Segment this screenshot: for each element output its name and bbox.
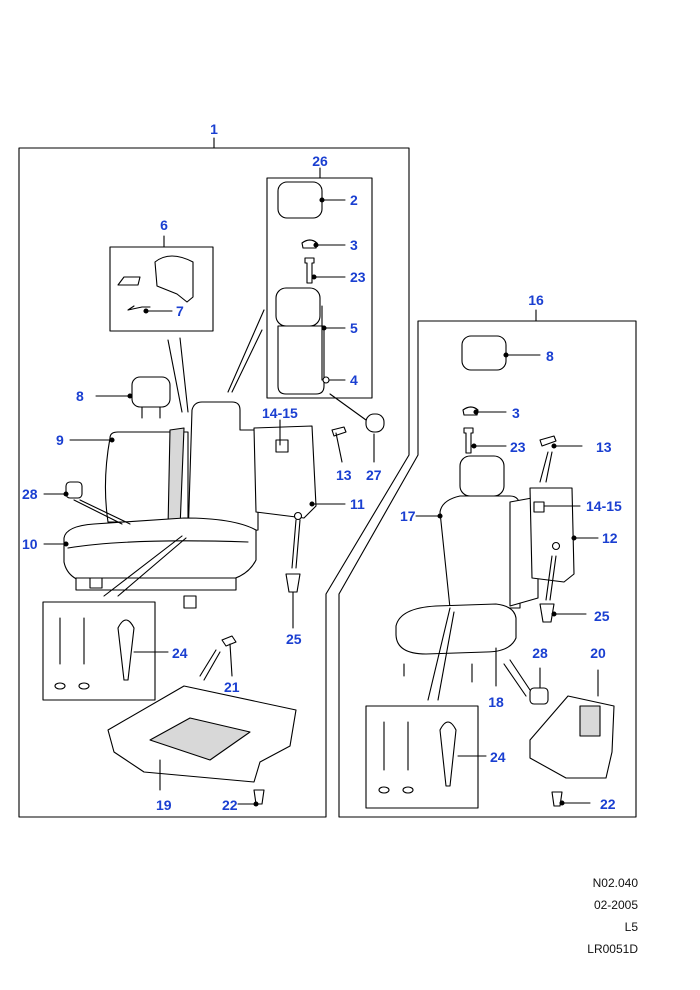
callout-25: 25 (286, 631, 302, 647)
bump-stop-part-28-right (529, 687, 549, 705)
rear-bench-seat (63, 376, 259, 609)
callout-4: 4 (350, 372, 358, 388)
drawing-model-code: L5 (624, 920, 638, 934)
drawing-date: 02-2005 (593, 898, 638, 912)
backrest-frame-part-4 (277, 325, 325, 395)
floor-plate-20 (529, 695, 615, 779)
callout-11: 11 (350, 496, 365, 512)
callout-1: 1 (210, 121, 218, 137)
head-restraint-part-8-right (461, 335, 507, 371)
right-assembly-frame (338, 320, 637, 818)
callout-24-right: 24 (490, 749, 506, 765)
left-assembly-frame (18, 147, 410, 818)
callout-25-right: 25 (594, 608, 610, 624)
callout-21: 21 (224, 679, 240, 695)
callout-16: 16 (528, 292, 544, 308)
screw-part-7 (127, 305, 151, 311)
callout-7: 7 (176, 303, 184, 319)
callout-13-right: 13 (596, 439, 612, 455)
box-6 (109, 246, 214, 332)
callout-28-right: 28 (532, 645, 548, 661)
callout-23: 23 (350, 269, 366, 285)
drawing-reference: LR0051D (587, 942, 638, 956)
head-restraint-part-2 (277, 181, 323, 219)
callout-12: 12 (602, 530, 618, 546)
front-seat-17 (395, 455, 539, 683)
callout-14-15: 14-15 (262, 405, 298, 421)
callout-2: 2 (350, 192, 358, 208)
callout-22: 22 (222, 797, 238, 813)
callout-13: 13 (336, 467, 352, 483)
callout-3-right: 3 (512, 405, 520, 421)
callout-8-right: 8 (546, 348, 554, 364)
callout-19: 19 (156, 797, 172, 813)
callout-22-right: 22 (600, 796, 616, 812)
backrest-panel-11 (253, 425, 317, 519)
callout-20: 20 (590, 645, 606, 661)
callout-27: 27 (366, 467, 382, 483)
clip-part (117, 276, 141, 286)
drawing-number: N02.040 (592, 876, 638, 890)
bump-stop-part-28 (65, 481, 83, 499)
callout-5: 5 (350, 320, 358, 336)
callout-3: 3 (350, 237, 358, 253)
callout-6: 6 (160, 217, 168, 233)
fastener-part-25 (285, 573, 301, 593)
trim-cover (154, 255, 194, 303)
bolt-part-13 (331, 426, 347, 437)
backrest-part-5 (275, 287, 321, 327)
drawing-reference-block: N02.040 02-2005 L5 LR0051D (587, 872, 638, 960)
callout-17: 17 (400, 508, 416, 524)
fastener-part-22-left (253, 789, 265, 805)
callout-14-15-right: 14-15 (586, 498, 622, 514)
callout-24: 24 (172, 645, 188, 661)
callout-9: 9 (56, 432, 64, 448)
callout-18: 18 (488, 694, 504, 710)
callout-23-right: 23 (510, 439, 526, 455)
callout-10: 10 (22, 536, 38, 552)
callout-8: 8 (76, 388, 84, 404)
bush-part-27 (365, 413, 385, 433)
clip-part-21 (221, 635, 237, 647)
callout-26: 26 (312, 153, 328, 169)
callout-28: 28 (22, 486, 38, 502)
